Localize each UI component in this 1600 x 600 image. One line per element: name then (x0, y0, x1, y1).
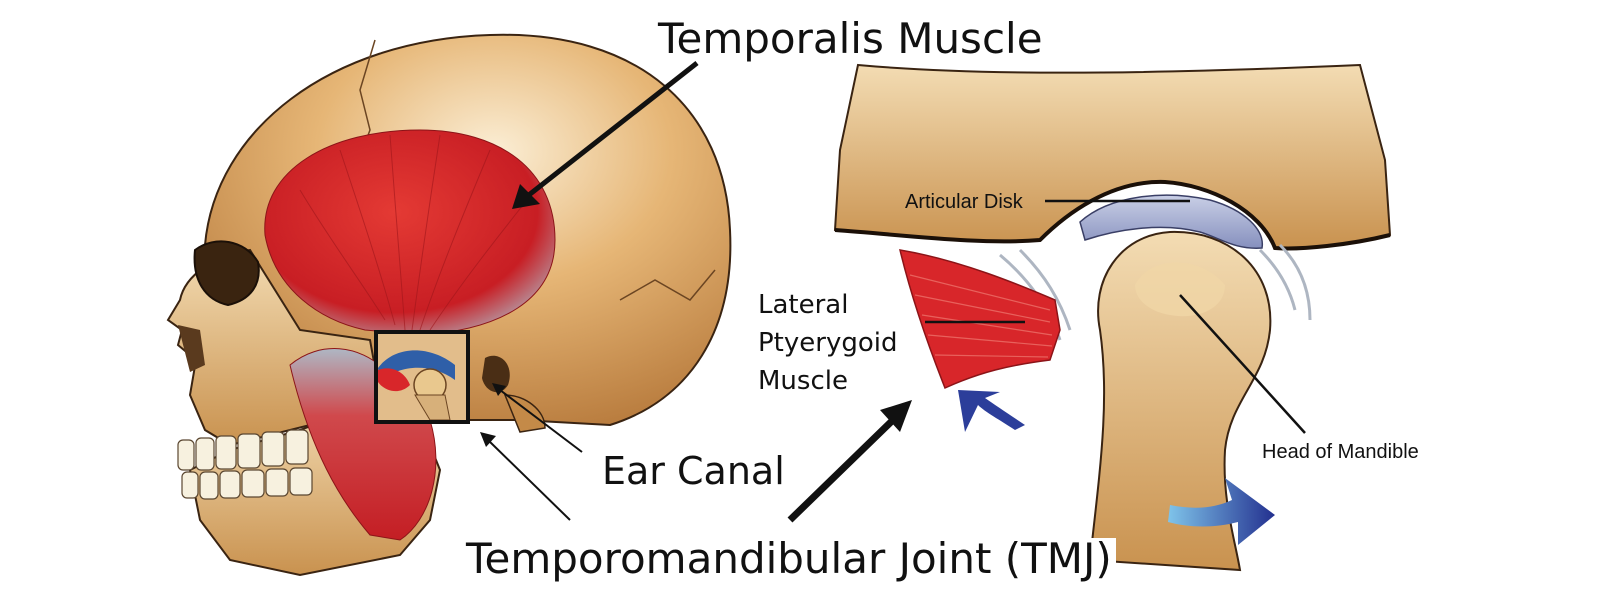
movement-arrow-upper (958, 390, 1025, 432)
tmj-arrow-right-arrowhead (880, 400, 912, 432)
tmj-inset-joint (376, 332, 468, 422)
nasal-cavity (178, 325, 205, 372)
fossa-outline (834, 179, 1391, 251)
movement-arrow-lower (1168, 478, 1275, 545)
tmj-arrow-right (787, 415, 898, 523)
annotation-lines (480, 61, 1306, 523)
temporalis-arrow (523, 61, 699, 200)
lateral-pterygoid-line-2: Ptyerygoid (758, 328, 898, 358)
ear-canal-leader (499, 389, 583, 453)
temporalis-label: Temporalis Muscle (658, 14, 1043, 63)
articular-disk (1079, 194, 1263, 249)
tmj-highlight-box (374, 330, 470, 424)
pterygoid-fibers (909, 274, 1053, 358)
temporalis-muscle (264, 129, 556, 336)
tmj-leader-left-arrowhead (480, 432, 496, 447)
skull-illustration (166, 33, 732, 577)
tmj-detail-illustration (833, 63, 1392, 572)
tmj-label: Temporomandibular Joint (TMJ) (462, 538, 1116, 580)
lambdoid-suture (619, 269, 716, 301)
lateral-pterygoid-muscle (899, 249, 1061, 390)
ear-canal-opening (482, 355, 510, 393)
ear-canal-label: Ear Canal (602, 449, 785, 493)
condyle-highlight (1135, 262, 1225, 317)
head-of-mandible-bone (1088, 230, 1272, 572)
lower-teeth (181, 467, 313, 500)
articular-disk-label: Articular Disk (905, 191, 1023, 213)
lateral-pterygoid-line-1: Lateral (758, 290, 849, 320)
temporalis-arrowhead (512, 184, 540, 209)
eye-orbit (193, 240, 260, 307)
temporalis-fibers (299, 134, 536, 331)
mastoid-process (503, 394, 546, 433)
ear-canal-arrowhead (492, 383, 506, 396)
lateral-pterygoid-label: Lateral Ptyerygoid Muscle (758, 286, 928, 400)
head-of-mandible-label: Head of Mandible (1262, 441, 1419, 463)
lateral-pterygoid-line-3: Muscle (758, 366, 848, 396)
head-of-mandible-leader (1179, 294, 1306, 434)
tmj-leader-left (487, 439, 571, 521)
upper-teeth (177, 429, 309, 471)
